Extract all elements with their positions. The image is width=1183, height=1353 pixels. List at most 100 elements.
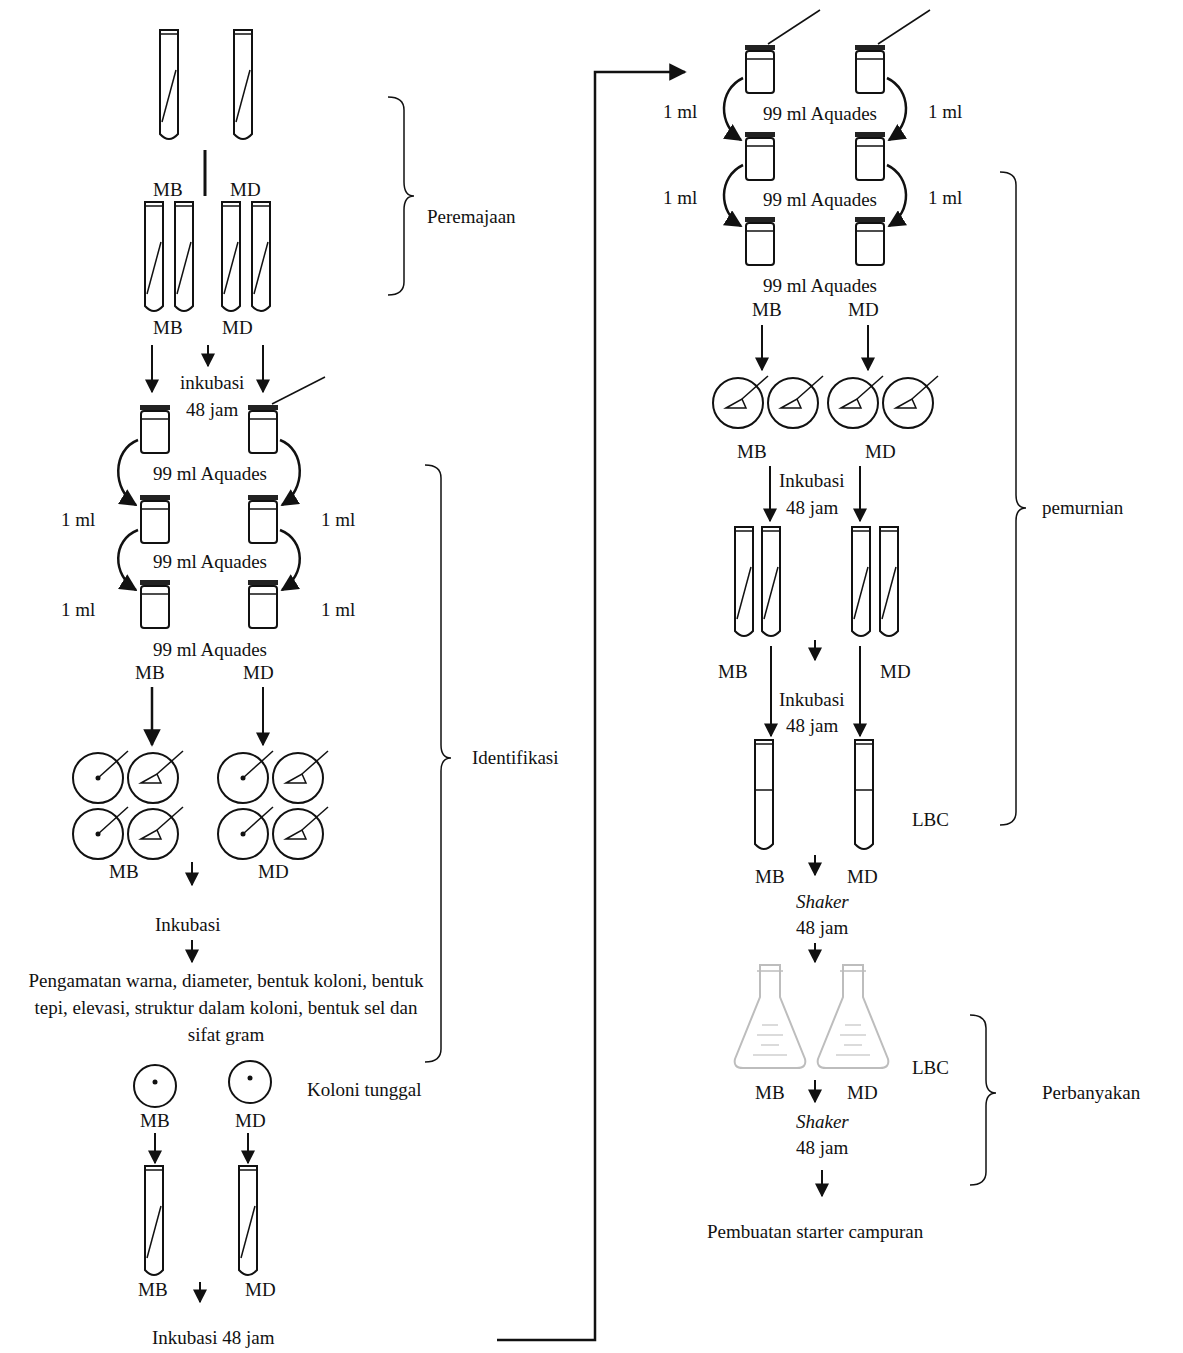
step-label: MD: [256, 861, 291, 883]
step-label: Inkubasi: [777, 689, 846, 711]
flow-arrow: [191, 862, 193, 885]
petri-dish: [828, 376, 883, 428]
agar-tube: [880, 527, 898, 636]
flow-arrow: [859, 646, 861, 736]
dilution-bottle: [140, 405, 170, 453]
step-label: MD: [243, 1279, 278, 1301]
petri-dish: [768, 376, 823, 428]
step-label: MD: [845, 866, 880, 888]
petri-dish: [218, 751, 273, 803]
transfer-arrow: [118, 530, 138, 590]
step-label: 99 ml Aquades: [761, 275, 879, 297]
petri-dish: [73, 751, 128, 803]
step-label: 1 ml: [926, 187, 964, 209]
step-label: MD: [241, 662, 276, 684]
flow-arrow: [247, 1133, 249, 1163]
dilution-bottle: [855, 45, 885, 93]
step-label: 99 ml Aquades: [151, 551, 269, 573]
step-label: MB: [138, 1110, 172, 1132]
flow-arrow: [207, 345, 209, 366]
step-label: MD: [220, 317, 255, 339]
flow-arrow: [859, 466, 861, 521]
step-label: MD: [878, 661, 913, 683]
flow-arrow: [814, 943, 816, 962]
step-label: MB: [107, 861, 141, 883]
erlenmeyer-flask: [818, 965, 889, 1068]
flow-arrow: [151, 687, 154, 745]
dilution-bottle: [745, 45, 775, 93]
flow-arrow: [867, 325, 869, 370]
transfer-arrow: [118, 440, 138, 505]
colony-dish: [134, 1065, 176, 1107]
step-label: 1 ml: [319, 509, 357, 531]
step-label: Shaker: [794, 891, 851, 913]
flow-arrow: [769, 466, 771, 521]
flow-arrow: [821, 1170, 823, 1196]
flow-arrow: [814, 855, 816, 875]
pipette: [878, 10, 930, 44]
step-label: Inkubasi: [153, 914, 222, 936]
flow-arrow: [814, 1080, 816, 1102]
dilution-bottle: [745, 132, 775, 180]
step-label: 1 ml: [926, 101, 964, 123]
agar-tube: [239, 1166, 257, 1275]
dilution-bottle: [140, 495, 170, 543]
petri-dish: [128, 807, 183, 859]
step-label: 1 ml: [59, 599, 97, 621]
stage-label: Peremajaan: [425, 206, 518, 228]
flow-arrow: [154, 1133, 156, 1163]
flow-arrow: [262, 687, 264, 745]
step-label: MB: [151, 179, 185, 201]
colony-dot: [248, 1076, 253, 1081]
flow-arrow: [191, 940, 193, 962]
transfer-arrow: [887, 165, 906, 226]
petri-dish: [883, 376, 938, 428]
step-label: MD: [863, 441, 898, 463]
colony-dot: [153, 1080, 158, 1085]
stage-label: pemurnian: [1040, 497, 1125, 519]
step-label: MB: [735, 441, 769, 463]
agar-tube: [852, 527, 870, 636]
step-label: Pembuatan starter campuran: [705, 1221, 925, 1243]
flow-arrow: [761, 325, 763, 370]
flow-arrow: [770, 646, 772, 736]
stage-label: Perbanyakan: [1040, 1082, 1142, 1104]
stage-label: Koloni tunggal: [305, 1079, 424, 1101]
broth-tube: [855, 740, 873, 849]
flow-arrow: [151, 345, 153, 392]
transfer-arrow: [724, 165, 743, 226]
dilution-bottle: [855, 132, 885, 180]
petri-dish: [273, 807, 328, 859]
step-label: Inkubasi 48 jam: [150, 1327, 276, 1349]
bracket: [970, 1015, 996, 1185]
step-label: 48 jam: [784, 715, 840, 737]
step-label: MB: [753, 1082, 787, 1104]
step-label: inkubasi: [178, 372, 246, 394]
agar-tube: [234, 30, 252, 139]
flow-arrow: [497, 72, 685, 1340]
step-label: MB: [753, 866, 787, 888]
step-label: MB: [151, 317, 185, 339]
stage-label: LBC: [910, 1057, 951, 1079]
agar-tube: [145, 1166, 163, 1275]
step-label: 48 jam: [794, 917, 850, 939]
step-label: 48 jam: [784, 497, 840, 519]
agar-tube: [735, 527, 753, 636]
agar-tube: [762, 527, 780, 636]
agar-tube: [145, 202, 163, 311]
bracket: [1000, 172, 1026, 825]
transfer-arrow: [280, 440, 300, 505]
step-label: Shaker: [794, 1111, 851, 1133]
dilution-bottle: [855, 217, 885, 265]
petri-dish: [73, 807, 128, 859]
petri-dish: [128, 751, 183, 803]
step-label: 99 ml Aquades: [151, 639, 269, 661]
transfer-arrow: [280, 530, 300, 590]
step-label: 99 ml Aquades: [761, 103, 879, 125]
step-label: 99 ml Aquades: [761, 189, 879, 211]
step-label: MB: [716, 661, 750, 683]
step-label: 1 ml: [661, 187, 699, 209]
petri-dish: [273, 751, 328, 803]
agar-tube: [252, 202, 270, 311]
flow-arrow: [199, 1282, 201, 1302]
